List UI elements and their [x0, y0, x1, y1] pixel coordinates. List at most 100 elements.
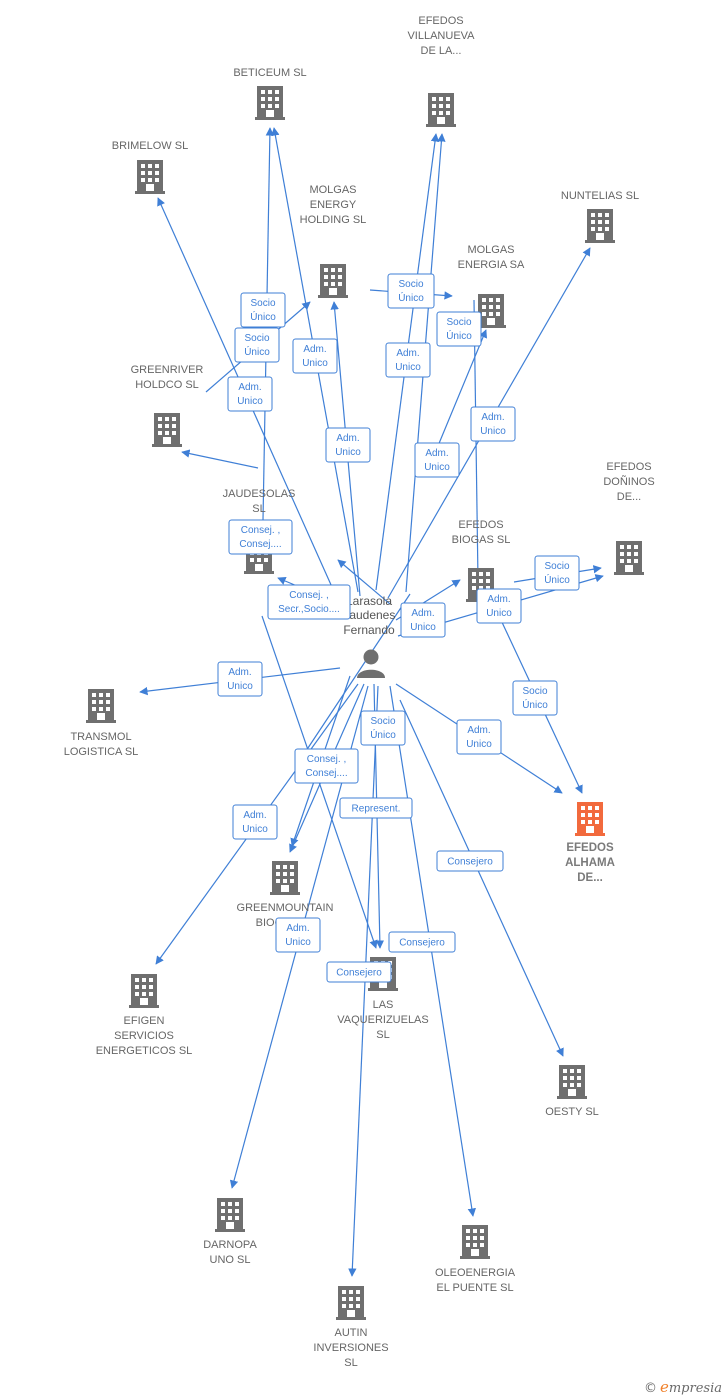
edge-label: Adm. Unico [217, 661, 263, 697]
edge-label-text: Único [370, 728, 396, 741]
building-icon [86, 689, 116, 723]
edge-label: Adm.Unico [325, 427, 371, 463]
company-label-line: BETICEUM SL [233, 67, 306, 79]
edge-label-text: Único [398, 291, 424, 304]
edge-label-text: Único [250, 310, 276, 323]
person-name-line: Fernando [343, 623, 395, 637]
company-label-line: DE LA... [421, 45, 462, 57]
building-icon [215, 1198, 245, 1232]
company-label-line: UNO SL [210, 1254, 251, 1266]
edge-label-text: Adm. [243, 810, 266, 821]
edge-label-text: Unico [486, 608, 512, 619]
edge-label-text: Único [522, 698, 548, 711]
edge-label: Adm.Unico [292, 338, 338, 374]
edge-label: Adm. Unico [476, 588, 522, 624]
edge-label-text: Consej. , [289, 590, 328, 601]
edge-label-text: Socio [446, 317, 471, 328]
company-node-efedos_alhama[interactable]: EFEDOSALHAMADE... [565, 802, 615, 884]
edge-label-text: Único [244, 345, 270, 358]
edge-label-text: Único [544, 573, 570, 586]
copyright-symbol: © [643, 1381, 657, 1396]
company-label-line: GREENMOUNTAIN [237, 902, 334, 914]
edge-label: Consejero [436, 850, 504, 872]
company-label-line: SL [252, 503, 265, 515]
building-icon [575, 802, 605, 836]
building-icon [336, 1286, 366, 1320]
company-label-line: DOÑINOS [603, 475, 654, 488]
edge-label-text: Socio [370, 716, 395, 727]
company-label-line: ALHAMA [565, 857, 615, 869]
edge-label-text: Unico [466, 739, 492, 750]
brand-initial: e [659, 1378, 669, 1396]
company-label-line: DARNOPA [203, 1239, 257, 1251]
company-node-brimelow[interactable]: BRIMELOW SL [112, 140, 188, 194]
edge-label-text: Represent. [352, 804, 401, 815]
building-icon [152, 413, 182, 447]
company-label-line: EFEDOS [458, 519, 503, 531]
edge-label-text: Consejero [447, 857, 493, 868]
company-label-line: VILLANUEVA [407, 30, 475, 42]
edge-label-text: Consej. , [241, 525, 280, 536]
building-icon [585, 209, 615, 243]
edge-label: Consej. ,Secr.,Socio.... [267, 584, 351, 620]
edge-label-text: Socio [250, 298, 275, 309]
edge-label-text: Consej. , [307, 754, 346, 765]
edge-line [337, 559, 391, 605]
edge-label-text: Adm. [396, 348, 419, 359]
company-label-line: EFEDOS [566, 842, 614, 854]
company-node-darnopa[interactable]: DARNOPA UNO SL [203, 1198, 257, 1266]
company-node-nuntelias[interactable]: NUNTELIAS SL [561, 190, 639, 243]
company-label-line: LOGISTICA SL [64, 746, 139, 758]
building-icon [135, 160, 165, 194]
company-node-efedos_donhinos[interactable]: EFEDOSDOÑINOSDE... [603, 461, 655, 575]
company-node-efedos_biogas[interactable]: EFEDOS BIOGAS SL [452, 519, 511, 602]
edge-label-text: Unico [285, 937, 311, 948]
company-label-line: INVERSIONES [313, 1342, 388, 1354]
company-label-line: SERVICIOS [114, 1030, 174, 1042]
edge-label-text: Adm. [303, 344, 326, 355]
edge-label-text: Único [446, 329, 472, 342]
company-label-line: VAQUERIZUELAS [337, 1014, 429, 1026]
edge-label: Adm.Unico [227, 376, 273, 412]
edge-label: Consejero [388, 931, 456, 953]
edge-label: Adm.Unico [456, 719, 502, 755]
person-icon [357, 649, 385, 678]
company-label-line: BIOGAS SL [452, 534, 511, 546]
edge-label-text: Consej.... [239, 539, 281, 550]
building-icon [129, 974, 159, 1008]
company-label-line: ENERGY [310, 199, 357, 211]
company-label-line: GREENRIVER [131, 364, 204, 376]
company-label-line: SL [376, 1029, 389, 1041]
company-node-beticeum[interactable]: BETICEUM SL [233, 67, 307, 120]
edge-label-text: Adm. [487, 594, 510, 605]
nodes-layer: BETICEUM SL EFEDOS VILLANUEVA DE LA... BRIME… [64, 15, 655, 1369]
building-icon [426, 93, 456, 127]
edge-label-text: Unico [410, 622, 436, 633]
company-label-line: AUTIN [335, 1327, 368, 1339]
company-node-oesty[interactable]: OESTY SL [545, 1065, 599, 1118]
edge-label-text: Adm. [481, 412, 504, 423]
edge-label-text: Socio [522, 686, 547, 697]
edge-label-text: Adm. [228, 667, 251, 678]
edge-label-text: Adm. [425, 448, 448, 459]
edge-label-text: Unico [480, 426, 506, 437]
edge-label-text: Socio [544, 561, 569, 572]
edge-label-text: Unico [227, 681, 253, 692]
company-label-line: OESTY SL [545, 1106, 599, 1118]
company-label-line: NUNTELIAS SL [561, 190, 639, 202]
edge-label: Consejero [326, 961, 392, 983]
